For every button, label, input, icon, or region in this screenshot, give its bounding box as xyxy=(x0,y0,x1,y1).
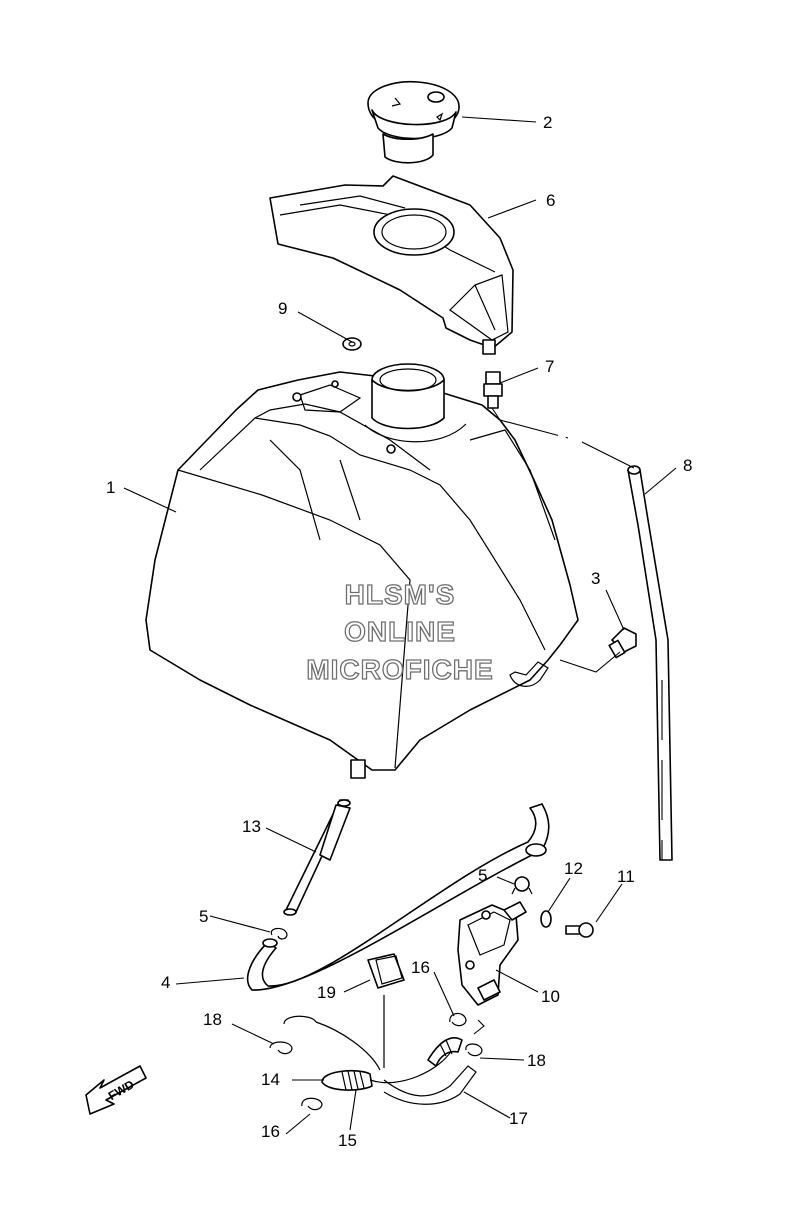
callout-16: 16 xyxy=(411,958,430,977)
hose-cap-part[interactable] xyxy=(367,953,405,989)
gasket-part[interactable] xyxy=(540,910,552,928)
vent-hose-part[interactable] xyxy=(627,465,673,861)
screw-part[interactable] xyxy=(565,922,594,938)
callout-1: 1 xyxy=(106,478,115,497)
watermark: HLSM'S ONLINE MICROFICHE xyxy=(306,578,494,685)
callout-4: 4 xyxy=(161,973,170,992)
callout-16: 16 xyxy=(261,1122,280,1141)
callout-5: 5 xyxy=(478,866,487,885)
callout-18: 18 xyxy=(203,1010,222,1029)
callout-3: 3 xyxy=(591,569,600,588)
callout-12: 12 xyxy=(564,859,583,878)
vent-fitting-part[interactable] xyxy=(483,371,503,409)
watermark-line-1: HLSM'S xyxy=(345,579,456,610)
callout-7: 7 xyxy=(545,357,554,376)
fwd-arrow-icon: FWD xyxy=(85,1065,147,1115)
callout-8: 8 xyxy=(683,456,692,475)
tank-cover-part[interactable] xyxy=(269,175,514,355)
hose-clamp-part[interactable] xyxy=(269,1012,485,1111)
callout-11: 11 xyxy=(617,867,635,886)
callout-2: 2 xyxy=(543,113,552,132)
watermark-line-2: ONLINE xyxy=(344,616,456,647)
callout-15: 15 xyxy=(338,1131,357,1150)
callout-leaders xyxy=(123,116,677,1135)
fuel-cock-part[interactable] xyxy=(457,901,527,1006)
callout-14: 14 xyxy=(261,1070,280,1089)
callout-18: 18 xyxy=(527,1051,546,1070)
hose-clip-part[interactable] xyxy=(270,876,533,940)
callout-13: 13 xyxy=(242,817,261,836)
fuel-tank-part[interactable] xyxy=(145,363,579,779)
fuel-strainer-part[interactable] xyxy=(283,799,351,916)
bolt-part[interactable] xyxy=(608,627,637,659)
drain-hose-part[interactable] xyxy=(283,995,477,1105)
callout-10: 10 xyxy=(541,987,560,1006)
callout-6: 6 xyxy=(546,191,555,210)
callout-5: 5 xyxy=(199,907,208,926)
callout-9: 9 xyxy=(278,299,287,318)
fuel-hose-part[interactable] xyxy=(246,803,550,991)
washer-part[interactable] xyxy=(342,337,362,351)
fuel-cap-part[interactable] xyxy=(367,80,460,164)
callout-17: 17 xyxy=(509,1109,528,1128)
callout-19: 19 xyxy=(317,983,336,1002)
watermark-line-3: MICROFICHE xyxy=(306,654,493,685)
callout-labels: 1 2 3 4 5 5 6 7 8 9 10 11 12 13 14 15 16… xyxy=(106,113,692,1150)
